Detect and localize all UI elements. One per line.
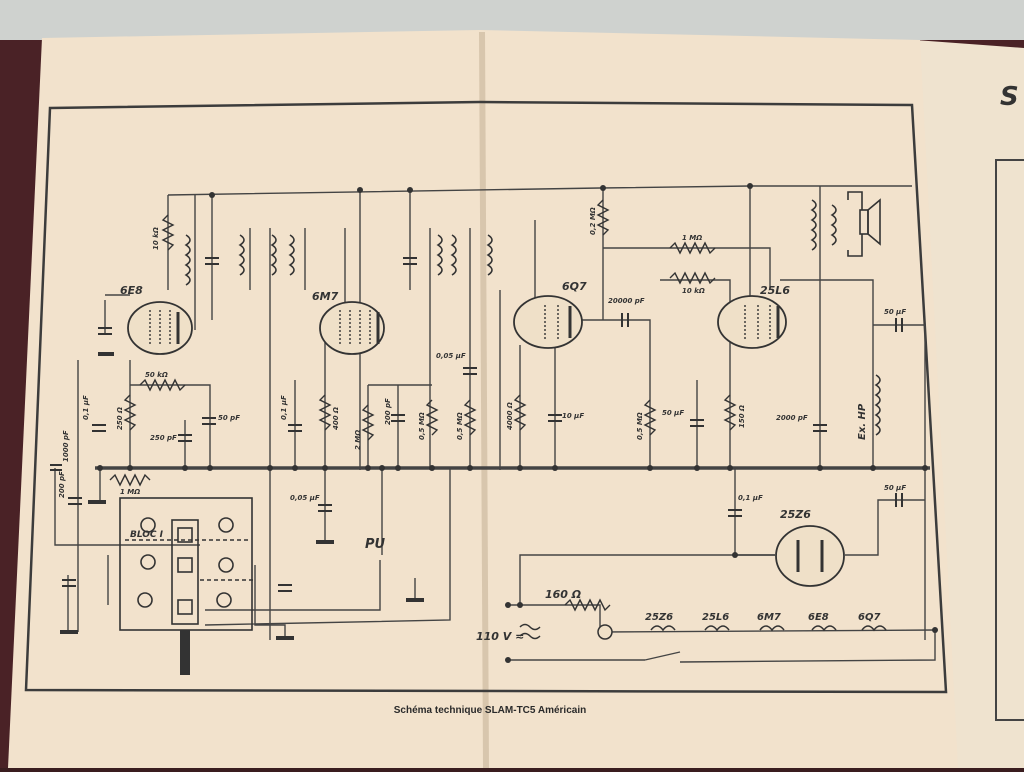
tube-6m7-label: 6M7 [312, 290, 339, 303]
book-spine [479, 31, 489, 769]
c-01-6m7-label: 0,1 μF [280, 395, 288, 420]
filament-6m7: 6M7 [757, 612, 781, 623]
c-01-rect-label: 0,1 μF [738, 494, 763, 502]
mains-symbol [519, 623, 541, 640]
figure-caption: Schéma technique SLAM-TC5 Américain [393, 705, 587, 716]
r-1m-left-label: 1 MΩ [120, 488, 140, 496]
capacitors [50, 257, 903, 592]
junction-dots [97, 183, 938, 663]
bloc-switch [119, 497, 255, 675]
speaker-coil-label: Ex. HP [857, 403, 868, 440]
tube-6q7-label: 6Q7 [562, 280, 587, 293]
tube-grids [149, 305, 771, 345]
schematic-wires [54, 185, 936, 663]
tube-6q7-envelope [513, 295, 583, 349]
next-page-letter: S [1000, 82, 1019, 112]
c-200pf-mid-label: 200 pF [384, 398, 392, 425]
bloc-label: BLOC I [130, 530, 164, 540]
c-10-label: 10 μF [562, 412, 584, 420]
c-1000pf-label: 1000 pF [62, 430, 70, 462]
r-02m-label: 0,2 MΩ [589, 207, 597, 235]
resistors [109, 199, 737, 612]
tube-plates [176, 306, 824, 572]
r-4000-label: 4000 Ω [506, 402, 514, 430]
drawing-frame [24, 100, 948, 694]
tube-25z6-label: 25Z6 [780, 508, 811, 521]
c-200pf-left-label: 200 pF [58, 471, 66, 498]
filament-6e8: 6E8 [808, 612, 829, 623]
tube-25l6-label: 25L6 [760, 284, 790, 297]
dropper-label: 160 Ω [545, 588, 581, 601]
c-01-left-label: 0,1 μF [82, 395, 90, 420]
r-05m-a-label: 0,5 MΩ [418, 412, 426, 440]
mains-label: 110 V ≂ [476, 630, 524, 643]
c-2000-label: 2000 pF [776, 414, 808, 422]
r-10k-label: 10 kΩ [682, 287, 705, 295]
r-150-label: 150 Ω [738, 405, 746, 428]
pu-label: PU [365, 537, 386, 552]
c-005-b-label: 0,05 μF [290, 494, 320, 502]
coils [184, 199, 887, 632]
c-20000-label: 20000 pF [608, 297, 645, 305]
pilot-lamp-icon [597, 624, 613, 640]
c-50pf-left-label: 50 pF [218, 414, 240, 422]
r-10k-top-label: 10 kΩ [152, 227, 160, 250]
c-50-out-label: 50 μF [884, 308, 906, 316]
c-50-filter-label: 50 μF [884, 484, 906, 492]
r-400-label: 400 Ω [332, 407, 340, 430]
speaker-icon [847, 191, 881, 257]
tube-25z6-envelope [775, 525, 845, 587]
r-250-label: 250 Ω [116, 407, 124, 430]
next-page-frame [995, 159, 1024, 721]
filament-6q7: 6Q7 [858, 612, 880, 623]
vacuum-tubes [127, 295, 845, 587]
c-005-a-label: 0,05 μF [436, 352, 466, 360]
r-1m-label: 1 MΩ [682, 234, 702, 242]
c-50-mid-label: 50 μF [662, 409, 684, 417]
bloc-wafer [171, 519, 199, 625]
filament-25z6: 25Z6 [645, 612, 673, 623]
r-50k-label: 50 kΩ [145, 371, 168, 379]
r-2m-label: 2 MΩ [354, 430, 362, 450]
c-250pf-label: 250 pF [150, 434, 177, 442]
tube-25l6-envelope [717, 295, 787, 349]
tube-6m7-envelope [319, 301, 385, 355]
r-05m-b-label: 0,5 MΩ [456, 412, 464, 440]
schematic-labels: 6E8 6M7 6Q7 25L6 25Z6 BLOC I PU 110 V ≂ … [58, 207, 906, 643]
filament-25l6: 25L6 [702, 612, 729, 623]
r-05m-c-label: 0,5 MΩ [636, 412, 644, 440]
ground-symbols [60, 352, 424, 640]
tube-6e8-label: 6E8 [120, 284, 143, 297]
